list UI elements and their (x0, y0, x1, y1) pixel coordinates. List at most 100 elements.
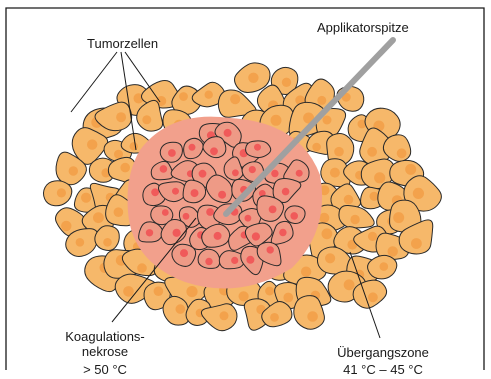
label-applicator-tip: Applikatorspitze (317, 21, 409, 35)
necrotic-cell-14-nucleus (151, 188, 159, 196)
tumor-cell-68-nucleus (380, 262, 389, 271)
tumor-cell-26-nucleus (334, 147, 344, 157)
tumor-cell-79-nucleus (176, 304, 186, 314)
necrotic-cell-21-nucleus (162, 209, 169, 216)
necrotic-cell-6-nucleus (254, 144, 261, 151)
label-transition-temp: 41 °C – 45 °C (325, 363, 441, 377)
necrotic-cell-37-nucleus (231, 257, 238, 264)
tumor-cell-6-nucleus (230, 94, 240, 104)
label-coagulation-line2: nekrose (60, 345, 150, 359)
tumor-cell-5-nucleus (205, 91, 213, 99)
tumor-cell-0 (235, 63, 270, 93)
necrotic-cell-17-nucleus (218, 191, 226, 199)
tumor-cell-9-nucleus (317, 96, 326, 105)
tumor-cell-46-nucleus (93, 212, 104, 223)
tumor-cell-12-nucleus (116, 112, 126, 122)
tumor-cell-81-body (201, 304, 237, 331)
tumor-cell-45-nucleus (61, 221, 71, 231)
tumor-cell-57-nucleus (368, 232, 377, 241)
tumor-cell-81 (201, 304, 237, 331)
tumor-cell-58-nucleus (388, 246, 398, 256)
necrotic-cell-15-nucleus (172, 188, 179, 195)
leader-tumor-1 (71, 52, 117, 112)
necrotic-cell-26-nucleus (269, 206, 277, 214)
tumor-cell-75-nucleus (283, 293, 293, 303)
label-coagulation-line1: Koagulations- (60, 330, 150, 344)
necrotic-cell-7-nucleus (160, 165, 168, 173)
necrotic-cell-6 (246, 141, 271, 158)
tumor-cell-16-nucleus (271, 115, 282, 126)
tumor-cell-35-nucleus (405, 164, 416, 175)
tumor-cell-74-nucleus (265, 287, 274, 296)
tumor-cell-69-nucleus (123, 286, 134, 297)
necrotic-cell-2 (160, 142, 182, 162)
necrotic-cell-27-nucleus (290, 212, 298, 220)
necrotic-cell-28-nucleus (146, 229, 153, 236)
necrotic-cell-34-nucleus (279, 229, 286, 236)
tumor-cell-32-nucleus (330, 168, 340, 178)
necrotic-cell-36 (198, 249, 220, 268)
label-tumor-cells: Tumorzellen (87, 37, 158, 51)
tumor-cell-28-nucleus (397, 148, 407, 158)
necrotic-cell-11-nucleus (249, 166, 256, 173)
tumor-cell-21-nucleus (87, 139, 97, 149)
tumor-cell-13-nucleus (142, 115, 151, 124)
necrotic-cell-38-nucleus (246, 256, 254, 264)
tumor-cell-81-nucleus (220, 311, 229, 320)
tumor-cell-73-nucleus (239, 291, 249, 301)
necrotic-cell-9-nucleus (199, 170, 207, 178)
tumor-cell-42-nucleus (370, 192, 379, 201)
necrotic-cell-12-nucleus (271, 170, 278, 177)
necrotic-cell-20-nucleus (282, 188, 290, 196)
necrotic-cell-37 (219, 251, 244, 269)
necrotic-cell-25-nucleus (245, 215, 252, 222)
necrotic-cell-39-nucleus (267, 246, 274, 253)
necrotic-cell-10-nucleus (232, 169, 239, 176)
necrotic-cell-2-nucleus (168, 149, 176, 157)
tumor-cell-44-nucleus (413, 188, 424, 199)
tumor-cell-34-nucleus (374, 172, 385, 183)
tumor-cell-36-nucleus (57, 188, 66, 197)
tumor-cell-59-nucleus (411, 238, 422, 249)
tumor-cell-36 (43, 181, 71, 206)
tumor-cell-83-nucleus (270, 313, 279, 322)
tumor-cell-22-nucleus (114, 150, 123, 159)
necrotic-cell-33-nucleus (252, 232, 260, 240)
tumor-cell-78-nucleus (368, 292, 378, 302)
necrotic-cell-31-nucleus (214, 232, 222, 240)
tumor-cell-65-nucleus (301, 267, 311, 277)
necrotic-cell-27 (285, 206, 305, 224)
tumor-cell-62-nucleus (137, 263, 147, 273)
necrotic-cell-36-nucleus (205, 258, 212, 265)
necrotic-cell-29-nucleus (173, 229, 181, 237)
tumor-cell-68 (368, 255, 397, 279)
tumor-cell-41-nucleus (344, 195, 354, 205)
tumor-cell-29-nucleus (69, 166, 78, 175)
tumor-cell-47-nucleus (114, 207, 124, 217)
necrotic-cell-22-nucleus (183, 213, 190, 220)
label-transition-zone: Übergangszone (325, 346, 441, 360)
tumor-cell-23-nucleus (130, 142, 138, 150)
necrotic-cell-3-nucleus (189, 144, 196, 151)
tumor-cell-37-nucleus (81, 193, 91, 203)
tumor-cell-53-nucleus (103, 238, 112, 247)
tumor-cell-27-nucleus (367, 147, 377, 157)
tumor-cell-51-nucleus (393, 212, 404, 223)
necrotic-cell-1-nucleus (224, 129, 232, 137)
tumor-cell-52-nucleus (76, 238, 85, 247)
tumor-cell-31-nucleus (120, 163, 130, 173)
tumor-cell-49-nucleus (350, 215, 359, 224)
tumor-cell-0-nucleus (248, 73, 258, 83)
tumor-cell-18-nucleus (323, 116, 332, 125)
tumor-cell-70-nucleus (154, 286, 164, 296)
tumor-cell-1-nucleus (282, 78, 291, 87)
necrotic-cell-16-nucleus (191, 189, 199, 197)
necrotic-cell-4-nucleus (210, 147, 218, 155)
tumor-cell-66-nucleus (325, 253, 335, 263)
tumor-cell-25-nucleus (312, 143, 321, 152)
necrotic-cell-13-nucleus (296, 170, 303, 177)
label-coagulation-temp: > 50 °C (60, 363, 150, 377)
tumor-cell-77-nucleus (344, 279, 355, 290)
